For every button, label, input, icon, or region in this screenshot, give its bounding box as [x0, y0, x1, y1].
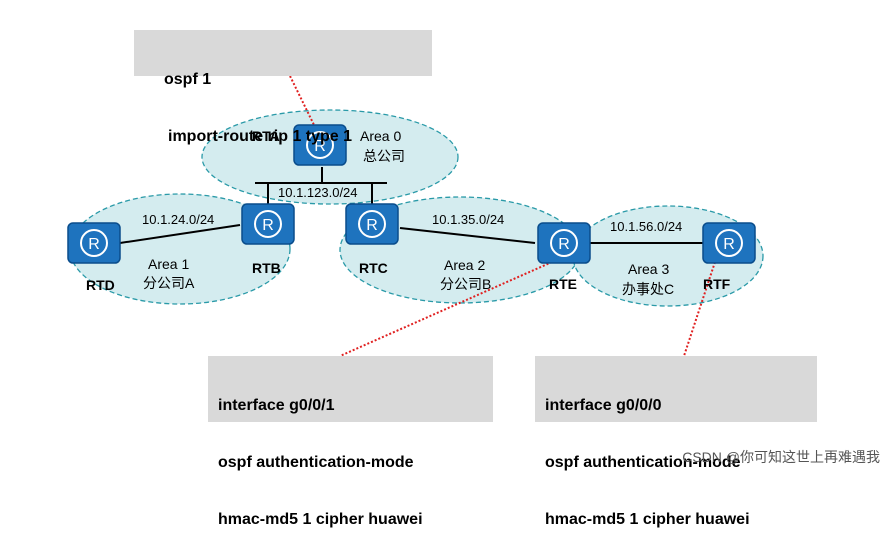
network-label-backbone: 10.1.123.0/24 — [278, 185, 358, 200]
router-icon-rtc: R — [345, 203, 399, 245]
network-label-rtc-rte: 10.1.35.0/24 — [432, 212, 505, 227]
callout-line-rta — [289, 75, 316, 128]
config-line: hmac-md5 1 cipher huawei — [545, 511, 750, 528]
config-box-rtf: interface g0/0/0 ospf authentication-mod… — [535, 356, 817, 528]
area0-desc: 总公司 — [363, 148, 405, 164]
area1-desc: 分公司A — [143, 275, 195, 291]
router-label-rtd: RTD — [86, 277, 115, 293]
config-line: import-route rip 1 type 1 — [168, 128, 353, 145]
router-label-rtc: RTC — [359, 260, 388, 276]
router-icon-rtb: R — [241, 203, 295, 245]
area1-name: Area 1 — [148, 256, 190, 272]
config-box-rta: ospf 1 import-route rip 1 type 1 — [134, 30, 432, 145]
callout-line-rtf — [683, 261, 716, 357]
config-line: hmac-md5 1 cipher huawei — [218, 511, 423, 528]
watermark: CSDN @你可知这世上再难遇我 — [682, 449, 880, 465]
config-line: ospf 1 — [164, 71, 212, 88]
area2-name: Area 2 — [444, 257, 486, 273]
callout-line-rte — [339, 261, 553, 357]
router-label-rta: RTA — [252, 128, 280, 144]
area3-desc: 办事处C — [622, 281, 675, 297]
link-rtc-rte — [399, 227, 536, 244]
router-label-rtb: RTB — [252, 260, 281, 276]
area3-name: Area 3 — [628, 261, 670, 277]
config-line: ospf authentication-mode — [218, 454, 414, 471]
config-line: interface g0/0/0 — [545, 397, 662, 414]
area0-name: Area 0 — [360, 128, 402, 144]
router-icon-rtf: R — [702, 222, 756, 264]
config-box-rte: interface g0/0/1 ospf authentication-mod… — [208, 356, 493, 528]
router-symbol: R — [723, 236, 735, 253]
router-icon-rta: R — [293, 124, 347, 166]
router-icon-rtd: R — [67, 222, 121, 264]
router-icon-rte: R — [537, 222, 591, 264]
network-label-rtb-rtd: 10.1.24.0/24 — [142, 212, 215, 227]
router-symbol: R — [262, 217, 274, 234]
config-line: interface g0/0/1 — [218, 397, 335, 414]
router-symbol: R — [88, 236, 100, 253]
router-symbol: R — [558, 236, 570, 253]
router-symbol: R — [366, 217, 378, 234]
router-label-rte: RTE — [549, 276, 577, 292]
config-line: ospf authentication-mode — [545, 454, 741, 471]
network-topology-diagram: R R R R R R — [67, 75, 764, 357]
router-label-rtf: RTF — [703, 276, 731, 292]
link-rtd-rtb — [119, 224, 241, 244]
area2-desc: 分公司B — [440, 276, 492, 292]
network-label-rte-rtf: 10.1.56.0/24 — [610, 219, 683, 234]
router-symbol: R — [314, 138, 326, 155]
